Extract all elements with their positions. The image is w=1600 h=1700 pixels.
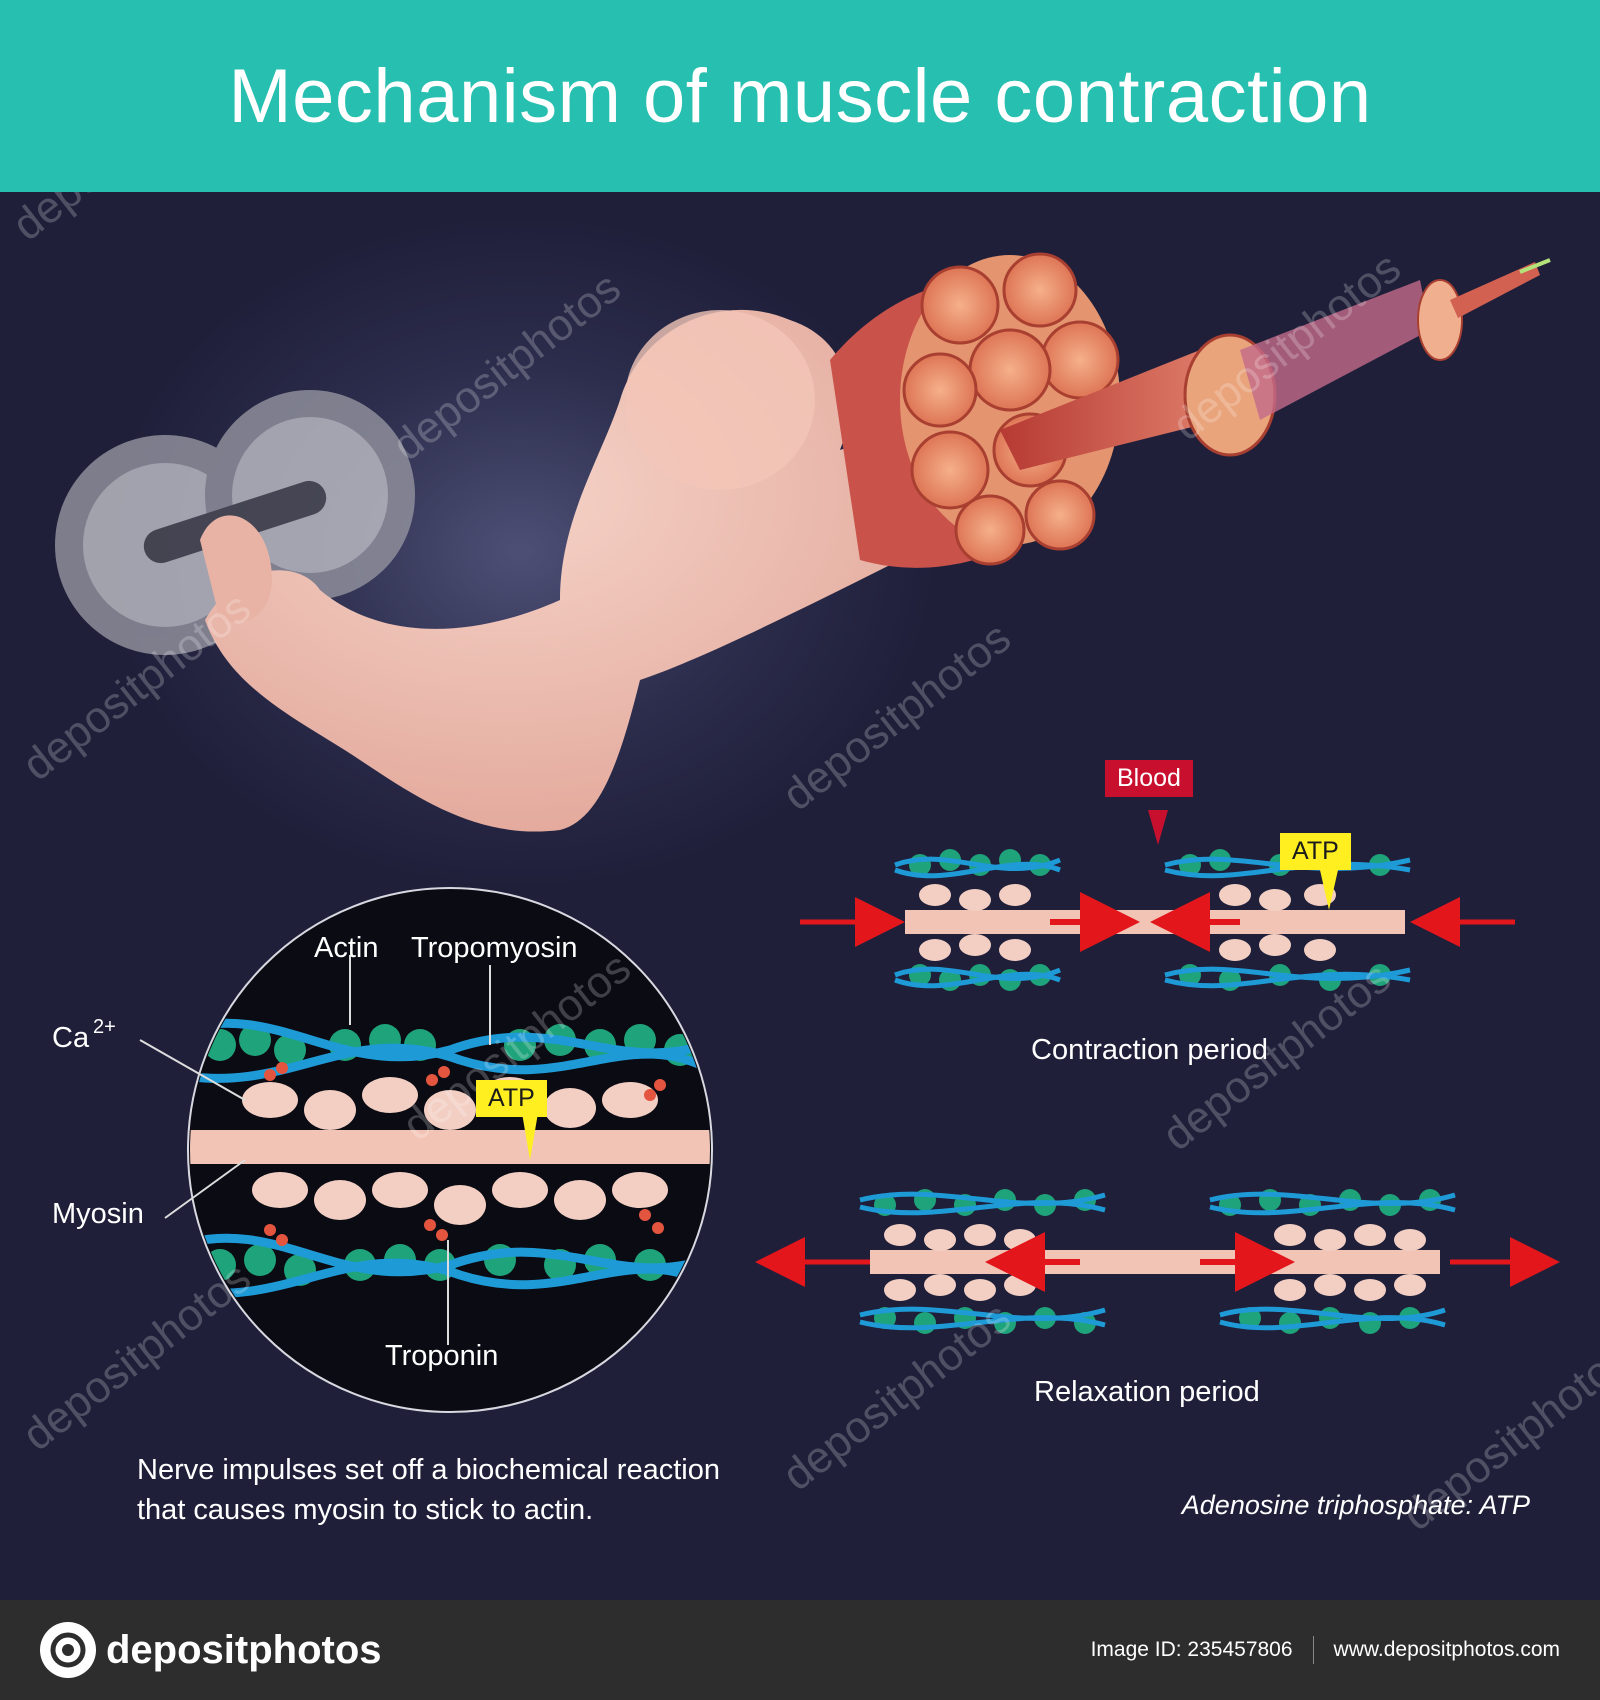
calcium-label: Ca (52, 1022, 90, 1054)
tropomyosin-label: Tropomyosin (411, 932, 578, 964)
contraction-period-label: Contraction period (1031, 1034, 1268, 1066)
diagram-area: depositphotos depositphotos depositphoto… (0, 192, 1600, 1600)
footer-meta: Image ID: 235457806 www.depositphotos.co… (1091, 1636, 1560, 1664)
caption-line-2: that causes myosin to stick to actin. (137, 1494, 594, 1526)
camera-icon (40, 1622, 96, 1678)
troponin-label: Troponin (385, 1340, 499, 1372)
actin-label: Actin (314, 932, 379, 964)
zoom-circle (139, 887, 713, 1413)
myosin-label: Myosin (52, 1198, 144, 1230)
title-banner: Mechanism of muscle contraction (0, 0, 1600, 192)
calcium-charge: 2+ (93, 1016, 116, 1038)
footer-divider (1312, 1636, 1314, 1664)
muscle-section-illustration (830, 252, 1551, 568)
arm-illustration (200, 309, 960, 832)
diagram-art (55, 252, 1560, 1413)
atp-definition: Adenosine triphosphate: ATP (1181, 1490, 1530, 1520)
caption-line-1: Nerve impulses set off a biochemical rea… (137, 1454, 720, 1486)
relaxation-diagram (755, 1189, 1560, 1334)
relaxation-period-label: Relaxation period (1034, 1376, 1260, 1408)
brand-logo[interactable]: depositphotos (40, 1622, 382, 1678)
blood-tag: Blood (1105, 760, 1193, 797)
page-title: Mechanism of muscle contraction (228, 53, 1372, 139)
atp-contraction-tag: ATP (1280, 833, 1351, 870)
description-caption: Nerve impulses set off a biochemical rea… (137, 1450, 720, 1530)
brand-name: depositphotos (106, 1627, 382, 1672)
site-link[interactable]: www.depositphotos.com (1333, 1638, 1560, 1661)
contraction-diagram (800, 810, 1515, 991)
footer-bar: depositphotos Image ID: 235457806 www.de… (0, 1600, 1600, 1700)
atp-zoom-tag: ATP (476, 1080, 547, 1117)
image-id: Image ID: 235457806 (1090, 1638, 1293, 1661)
